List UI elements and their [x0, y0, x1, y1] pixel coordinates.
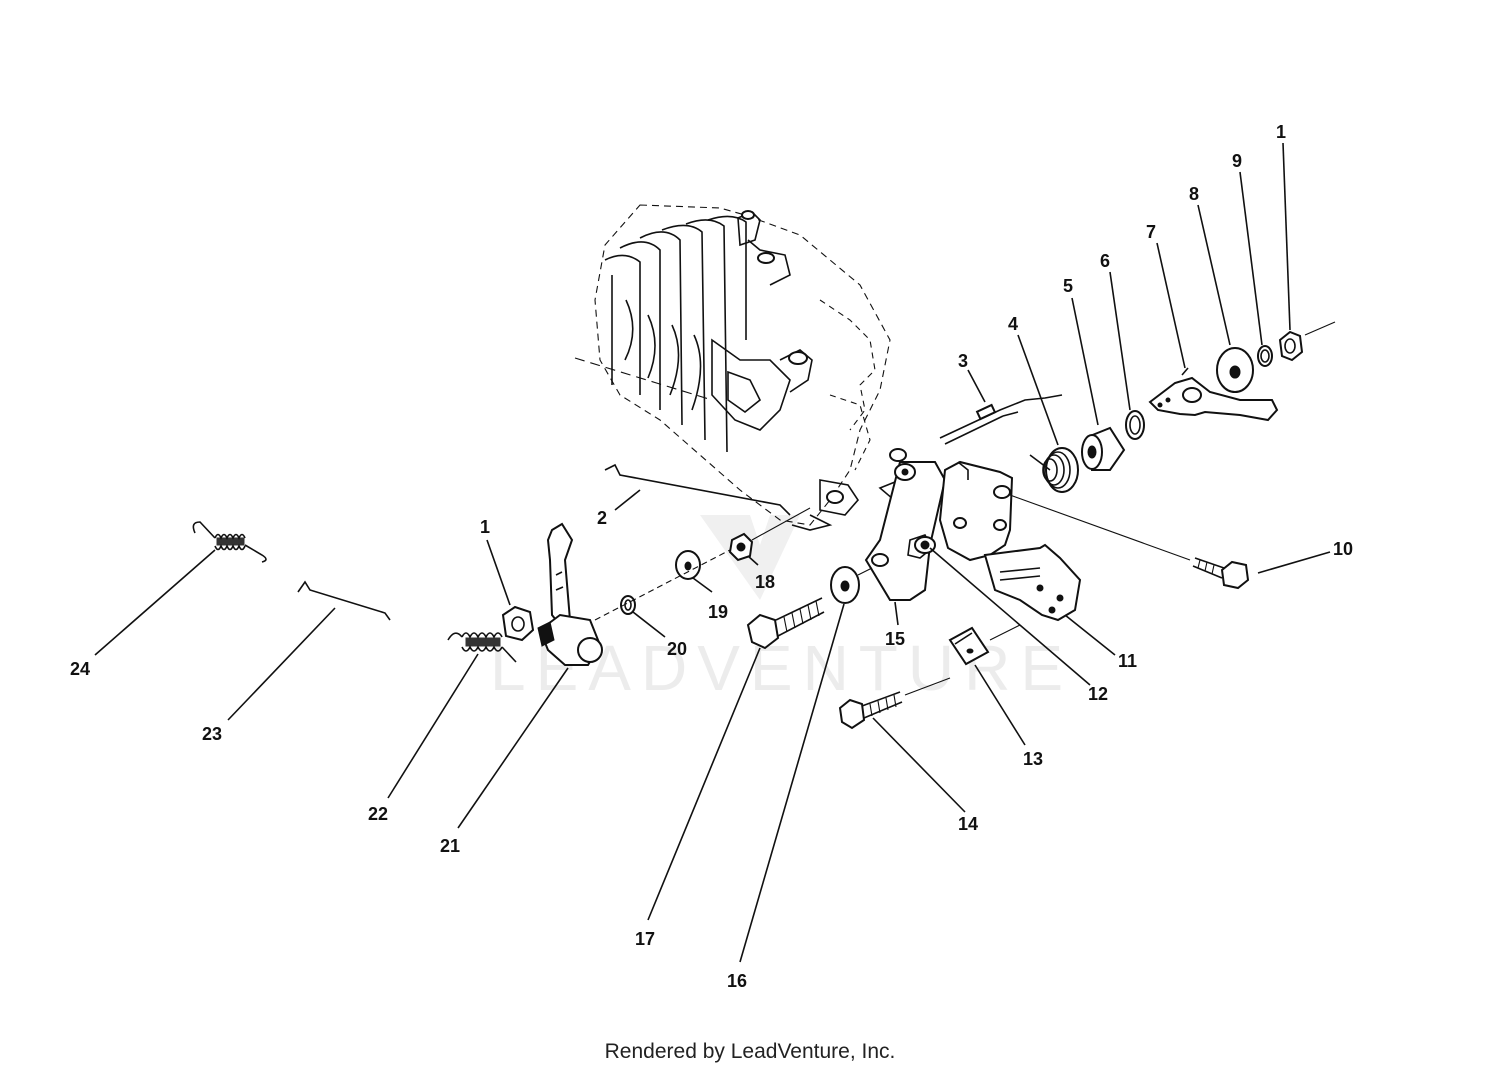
callout-16: 16 — [727, 971, 747, 991]
leader-lines — [94, 142, 1331, 963]
part-1-nut-top — [1278, 321, 1336, 362]
part-10-bolt — [1009, 494, 1250, 590]
part-22-spring — [447, 632, 517, 663]
part-3-governor-link — [939, 394, 1063, 445]
part-1-nut-left — [501, 605, 535, 642]
callout-15: 15 — [885, 629, 905, 649]
callout-numbers: 1 9 8 7 6 5 4 3 10 2 1 18 19 20 15 11 12… — [70, 122, 1353, 991]
part-12-control-bracket — [914, 460, 1014, 562]
part-23-link-rod — [297, 580, 391, 621]
part-19-washer — [675, 550, 701, 580]
part-5-bushing — [1081, 426, 1126, 471]
callout-24: 24 — [70, 659, 90, 679]
part-18-nut — [728, 507, 811, 562]
part-16-washer — [830, 566, 873, 604]
part-15-lever-plate — [864, 461, 947, 601]
part-21-throttle-lever — [537, 522, 603, 666]
callout-10: 10 — [1333, 539, 1353, 559]
callout-13: 13 — [1023, 749, 1043, 769]
part-24-spring — [192, 521, 267, 563]
callout-7: 7 — [1146, 222, 1156, 242]
part-8-washer — [1216, 347, 1254, 393]
part-14-screw — [838, 677, 951, 730]
callout-2: 2 — [597, 508, 607, 528]
callout-8: 8 — [1189, 184, 1199, 204]
callout-12: 12 — [1088, 684, 1108, 704]
callout-4: 4 — [1008, 314, 1018, 334]
render-credit: Rendered by LeadVenture, Inc. — [604, 1040, 896, 1063]
callout-23: 23 — [202, 724, 222, 744]
callout-11: 11 — [1118, 651, 1137, 671]
callout-14: 14 — [958, 814, 978, 834]
callout-9: 9 — [1232, 151, 1242, 171]
callout-22: 22 — [368, 804, 388, 824]
callout-19: 19 — [708, 602, 728, 622]
part-6-washer — [1125, 410, 1145, 440]
part-2-wire — [604, 463, 791, 516]
part-17-bolt — [746, 597, 825, 650]
engine-block — [574, 204, 917, 531]
callout-6: 6 — [1100, 251, 1110, 271]
part-4-spring — [1029, 447, 1079, 493]
callout-5: 5 — [1063, 276, 1073, 296]
callout-1-left: 1 — [480, 517, 490, 537]
callout-21: 21 — [440, 836, 460, 856]
part-7-bracket — [1148, 367, 1279, 422]
callout-20: 20 — [667, 639, 687, 659]
callout-1-top: 1 — [1276, 122, 1286, 142]
part-13-clip — [948, 624, 1021, 666]
part-9-lockwasher — [1257, 345, 1273, 367]
callout-18: 18 — [755, 572, 775, 592]
part-11-lower-plate — [983, 543, 1082, 622]
callout-17: 17 — [635, 929, 655, 949]
callout-3: 3 — [958, 351, 968, 371]
